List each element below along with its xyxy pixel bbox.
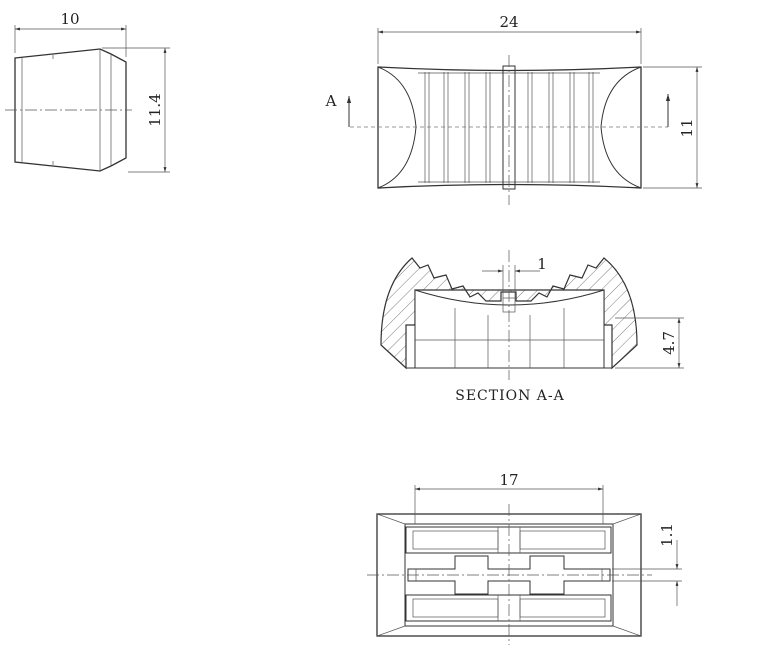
dimension-label: 17 [499,471,518,489]
dimension-bottom-width: 17 [414,471,604,524]
dimension-label: 11 [678,118,696,137]
dimension-bottom-slot: 1.1 [612,523,682,606]
section-marker-left: A [325,92,352,127]
dimension-side-height: 11.4 [102,47,170,173]
dimension-label: 24 [499,13,518,31]
dimension-label: 11.4 [146,93,164,126]
dimension-label: 1 [537,255,547,273]
bottom-view [367,504,652,645]
section-view [380,250,638,380]
top-view [350,55,668,205]
section-title: SECTION A-A [455,388,565,404]
dimension-section-slot: 1 [482,255,547,298]
dimension-top-height: 11 [643,66,702,189]
dimension-section-height: 4.7 [615,317,684,369]
section-hatch [380,257,638,370]
dimension-top-width: 24 [377,13,642,64]
side-view [5,48,132,172]
dimension-side-width: 10 [14,10,127,57]
section-marker-label: A [325,92,337,110]
dimension-label: 1.1 [658,523,676,547]
dimension-label: 4.7 [660,331,678,355]
dimension-label: 10 [60,10,79,28]
